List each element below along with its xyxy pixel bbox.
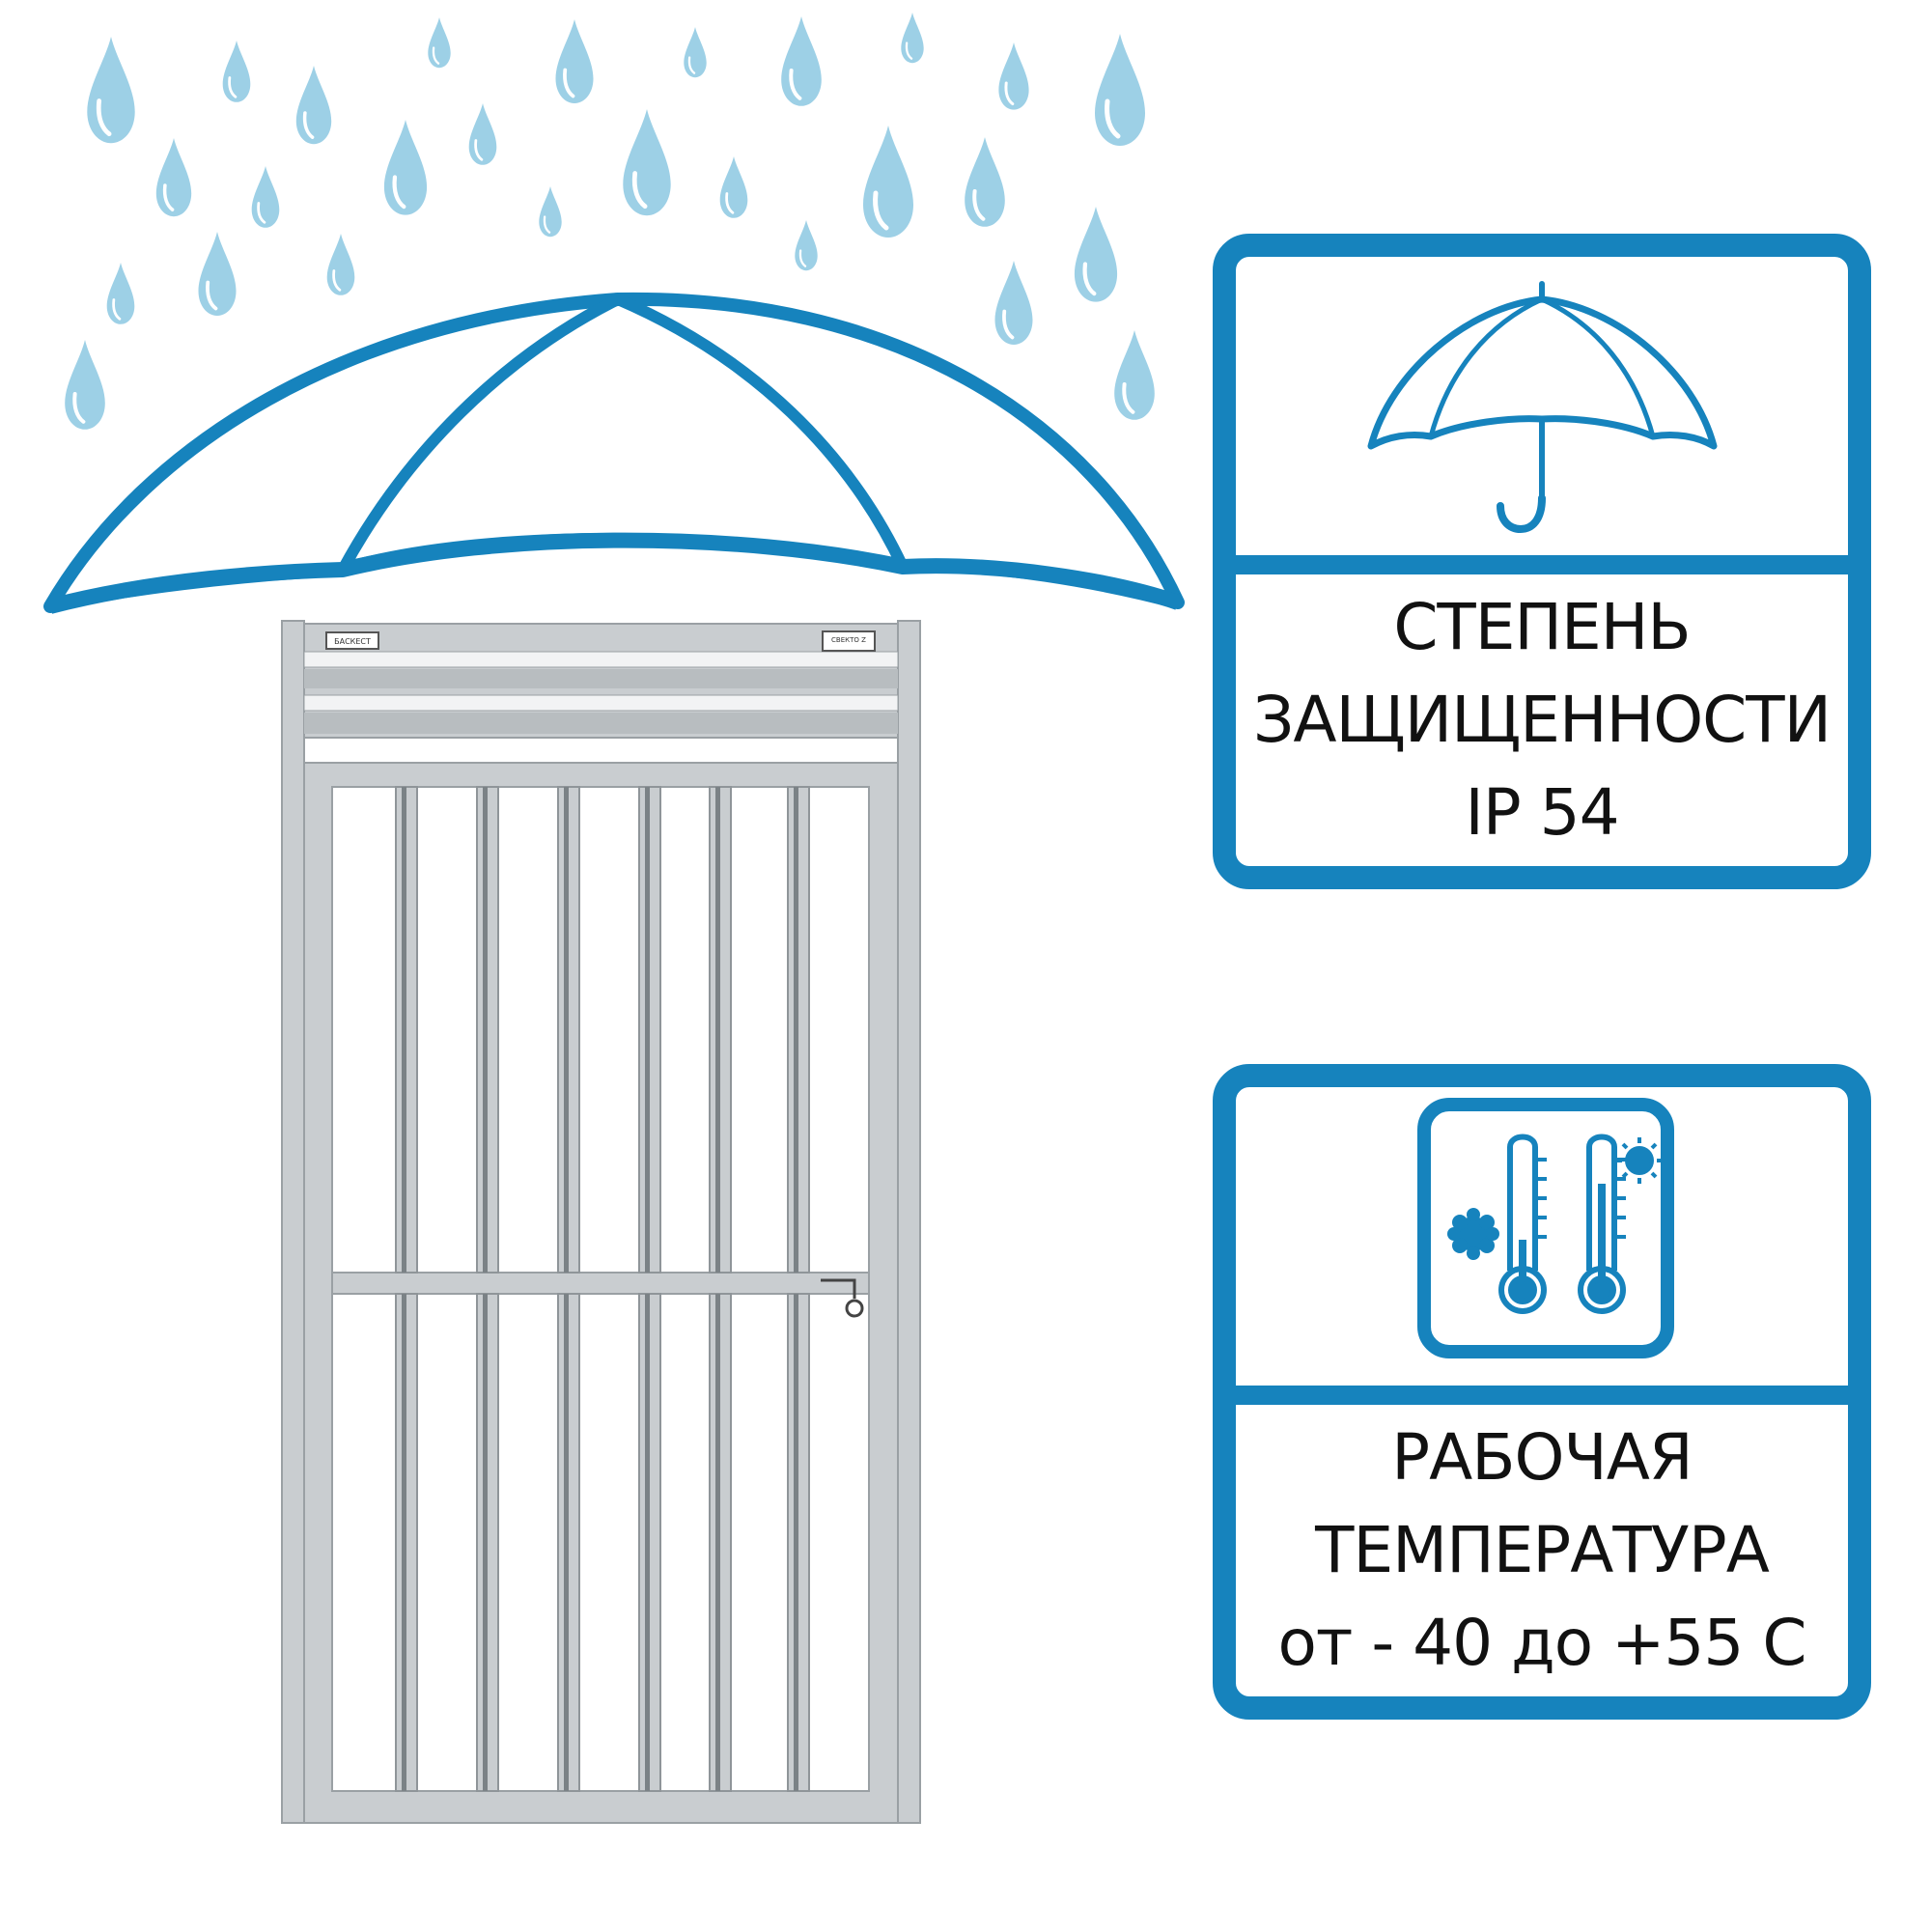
gate-lock	[821, 1278, 864, 1318]
cold-thermometer-icon	[1498, 1134, 1547, 1314]
gate-plate-right	[822, 630, 876, 652]
temperature-icon-area	[1236, 1087, 1848, 1386]
temperature-card: РАБОЧАЯ ТЕМПЕРАТУРА от - 40 до +55 С	[1213, 1064, 1871, 1720]
protection-icon-area	[1236, 257, 1848, 555]
umbrella-icon	[1367, 281, 1718, 533]
sun-icon	[1616, 1137, 1663, 1184]
gate-plate-left	[325, 631, 379, 650]
gate-post-left	[281, 620, 305, 1824]
gate-illustration: БАСКЕСТ СВЕКТО Z	[281, 620, 921, 1824]
snowflake-icon	[1447, 1208, 1499, 1260]
protection-card: СТЕПЕНЬ ЗАЩИЩЕННОСТИ IP 54	[1213, 234, 1871, 889]
protection-line-3: IP 54	[1465, 775, 1619, 850]
gate-plate-left-text: БАСКЕСТ	[334, 637, 371, 646]
gate-post-right	[897, 620, 921, 1824]
temperature-line-1: РАБОЧАЯ	[1391, 1420, 1693, 1495]
gate-plate-right-text: СВЕКТО Z	[831, 636, 866, 644]
temperature-divider	[1236, 1386, 1848, 1405]
protection-line-2: ЗАЩИЩЕННОСТИ	[1253, 683, 1832, 757]
protection-text: СТЕПЕНЬ ЗАЩИЩЕННОСТИ IP 54	[1236, 574, 1848, 866]
temperature-line-3: от - 40 до +55 С	[1277, 1606, 1807, 1680]
temperature-line-2: ТЕМПЕРАТУРА	[1315, 1513, 1770, 1587]
gate-crossbar	[331, 1272, 870, 1295]
protection-divider	[1236, 555, 1848, 574]
protection-line-1: СТЕПЕНЬ	[1393, 590, 1691, 664]
umbrella-canopy	[43, 292, 1185, 614]
temperature-text: РАБОЧАЯ ТЕМПЕРАТУРА от - 40 до +55 С	[1236, 1405, 1848, 1696]
thermometers-icon	[1417, 1098, 1674, 1358]
